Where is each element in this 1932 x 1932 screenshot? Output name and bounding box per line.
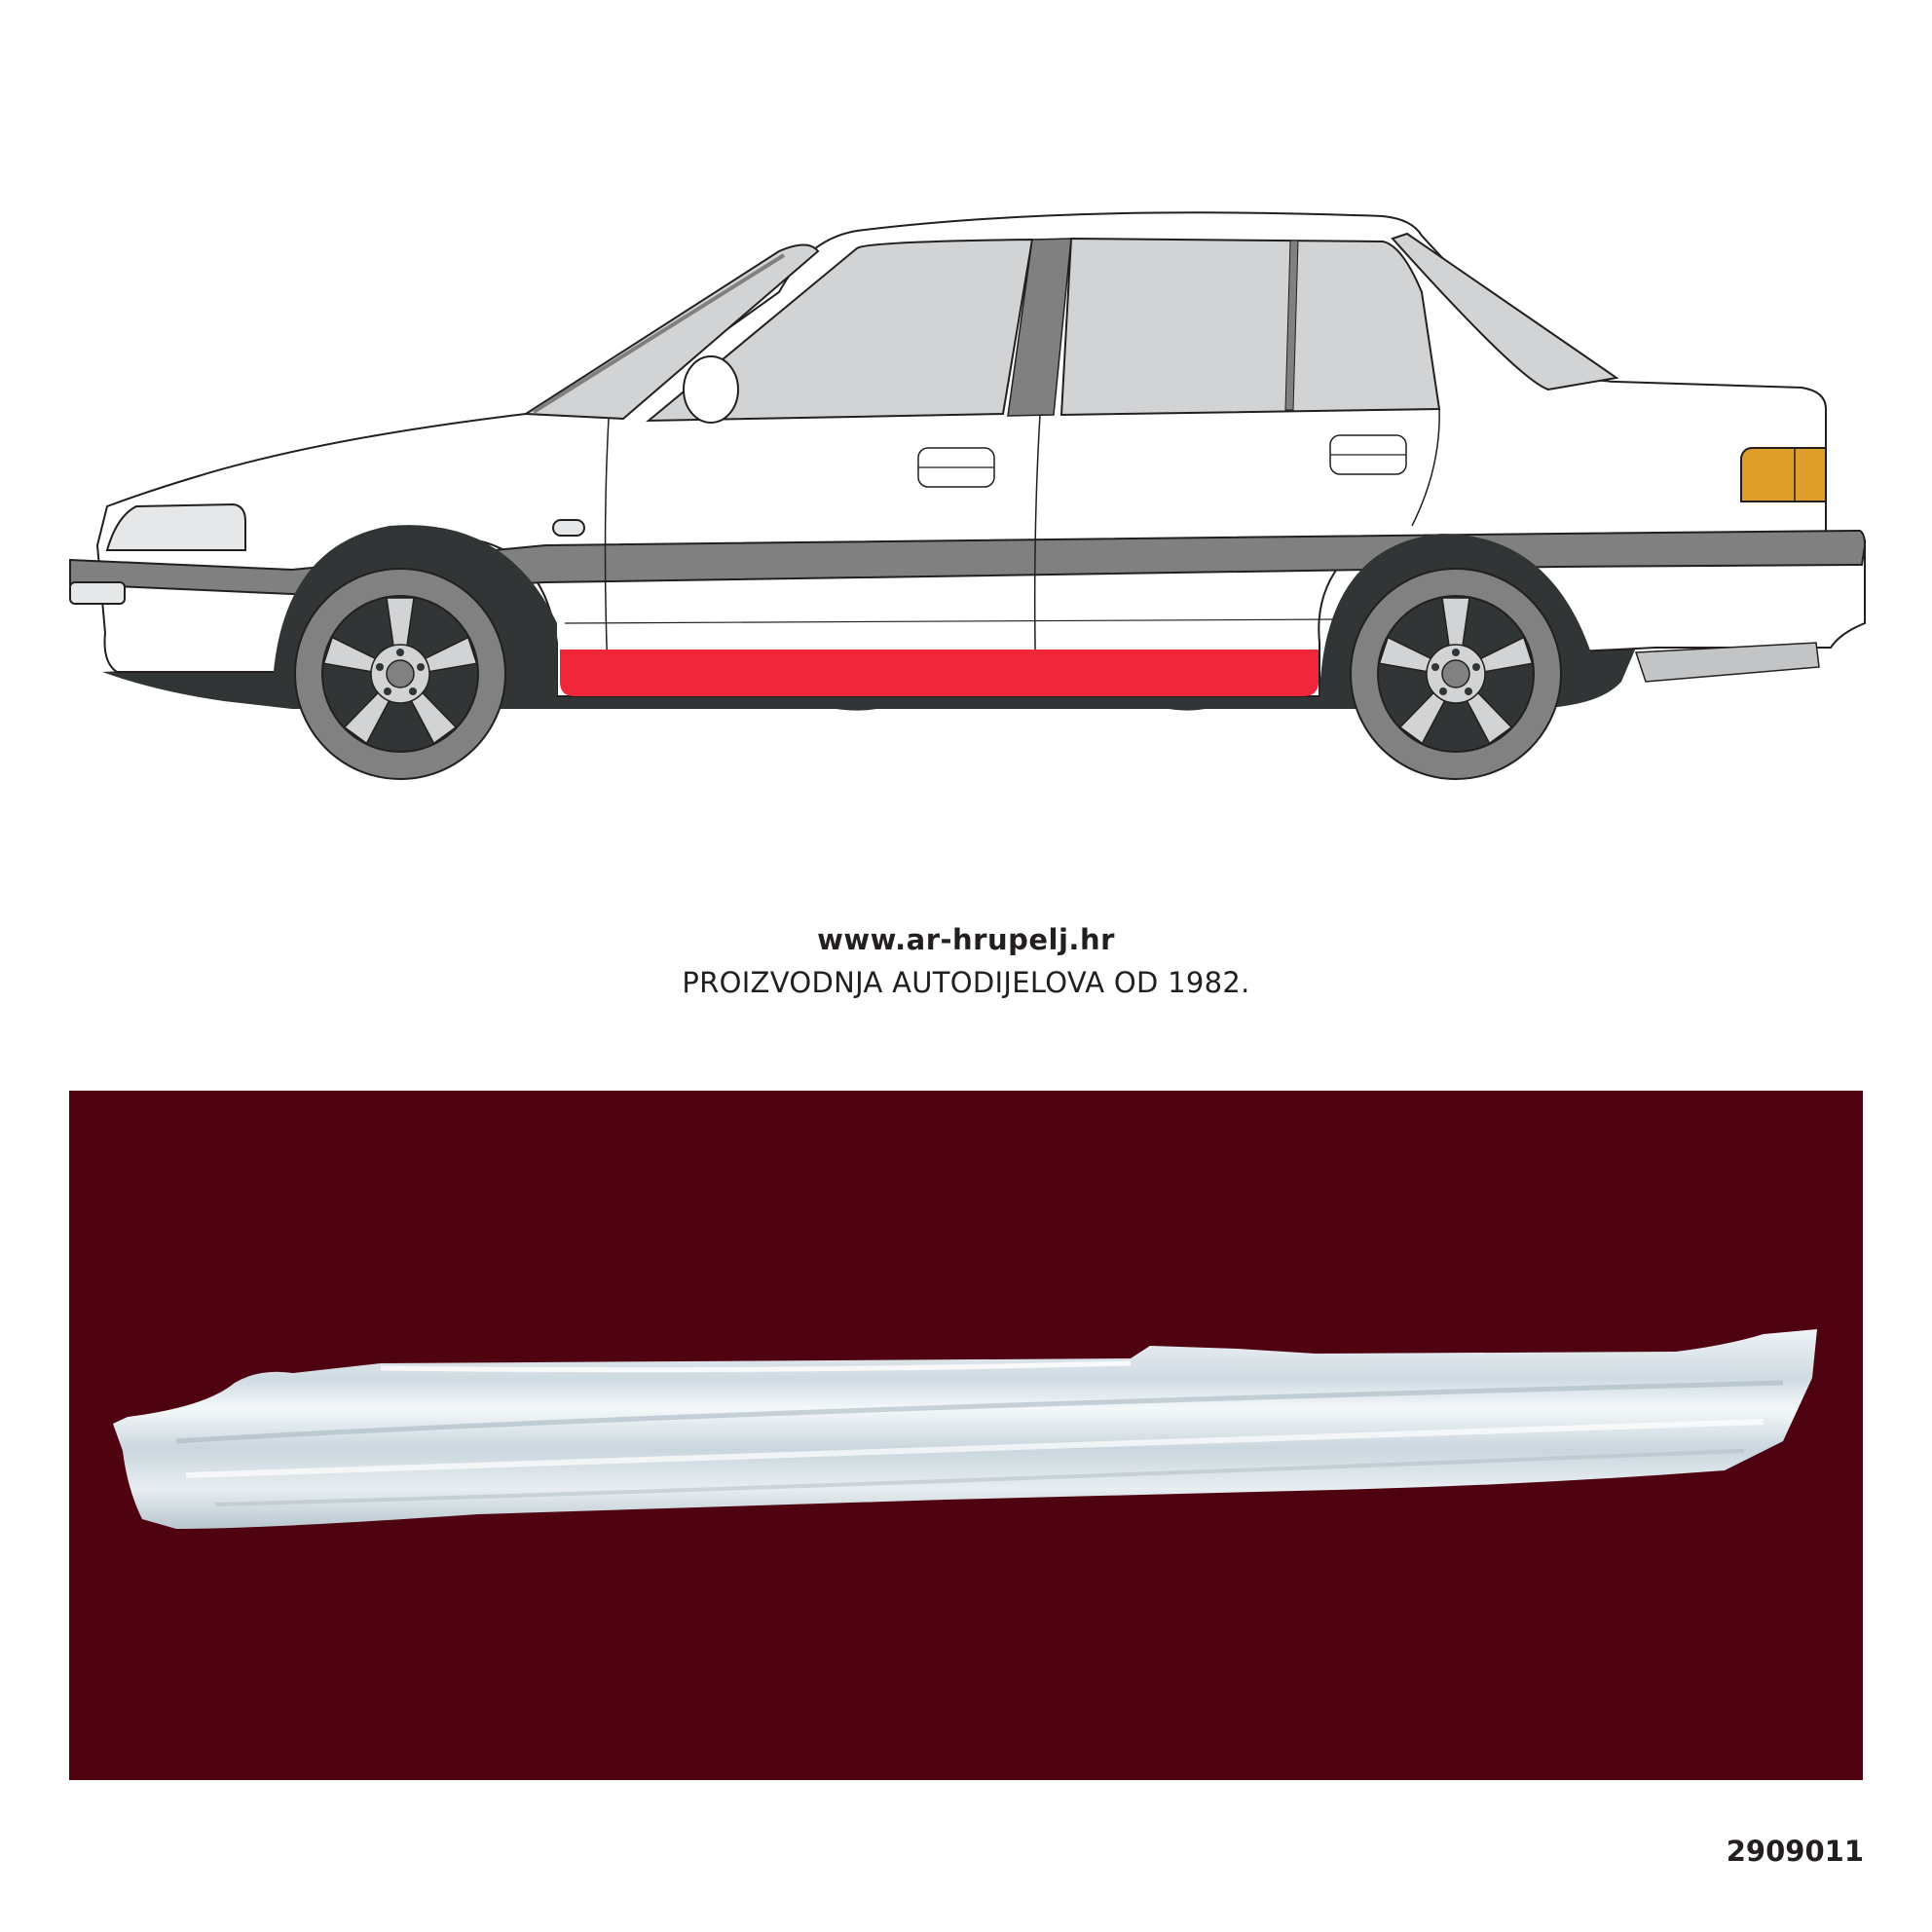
product-photo-panel	[69, 1091, 1863, 1780]
car-illustration	[69, 211, 1867, 780]
front-wheel	[294, 568, 506, 780]
sill-part-photo	[113, 1329, 1817, 1529]
rear-door-handle	[1329, 434, 1407, 475]
front-door-handle	[917, 447, 995, 488]
rear-wheel	[1350, 568, 1562, 780]
side-marker	[552, 519, 585, 537]
front-bumper-light	[69, 581, 126, 605]
part-number: 2909011	[1726, 1835, 1864, 1868]
sill-part-shape	[113, 1329, 1817, 1529]
side-mirror	[683, 355, 739, 424]
front-door-window	[646, 238, 1034, 423]
company-tagline: PROIZVODNJA AUTODIJELOVA OD 1982.	[682, 966, 1250, 999]
headlight	[105, 502, 246, 551]
rear-door-window	[1059, 237, 1441, 417]
highlighted-sill-panel	[560, 650, 1319, 696]
website-url[interactable]: www.ar-hrupelj.hr	[817, 923, 1115, 956]
rear-indicator	[1740, 447, 1827, 502]
